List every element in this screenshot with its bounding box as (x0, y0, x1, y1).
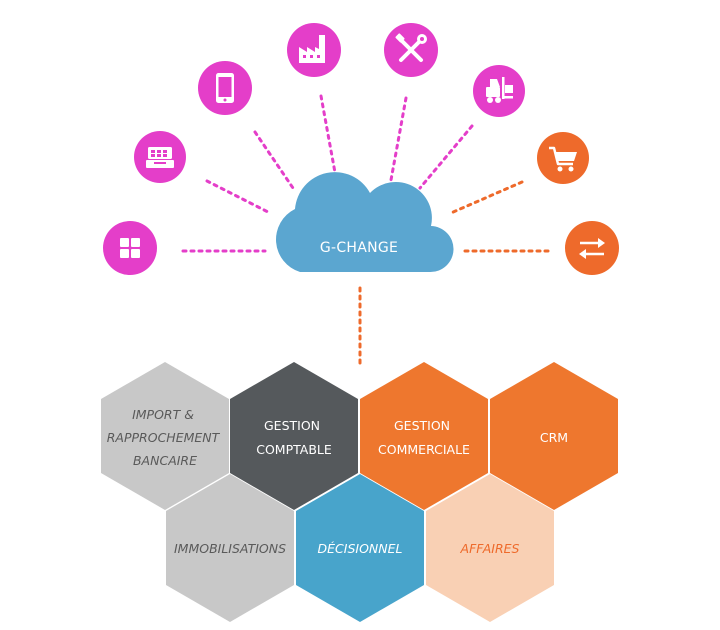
hex-immobilisations-label: IMMOBILISATIONS (174, 541, 286, 556)
hex-import-line-1: IMPORT & (132, 407, 194, 422)
svg-text:CRM: CRM (540, 430, 568, 445)
hex-decisionnel[interactable]: DÉCISIONNEL (296, 474, 424, 622)
icon-exchange[interactable] (565, 221, 619, 275)
cash-register-icon (146, 147, 174, 168)
hex-comptable-line-1: GESTION (264, 418, 320, 433)
icon-smartphone[interactable] (198, 61, 252, 115)
tools-icon (395, 33, 427, 62)
hex-import-rapprochement[interactable]: IMPORT & RAPPROCHEMENT BANCAIRE (101, 362, 229, 510)
cloud: G-CHANGE (276, 172, 454, 273)
connector-lines (181, 94, 550, 367)
connector-cash-register (205, 179, 270, 214)
connector-forklift (418, 124, 474, 190)
icon-forklift[interactable] (473, 65, 525, 117)
connector-factory (319, 94, 338, 180)
icon-shopping-cart[interactable] (537, 132, 589, 184)
cloud-shape (276, 172, 454, 273)
hex-immobilisations[interactable]: IMMOBILISATIONS (166, 474, 294, 622)
hex-import-line-3: BANCAIRE (133, 453, 197, 468)
hex-commerciale-line-1: GESTION (394, 418, 450, 433)
icon-factory[interactable] (287, 23, 341, 77)
shopping-cart-icon (549, 146, 577, 172)
svg-text:DÉCISIONNEL: DÉCISIONNEL (318, 541, 403, 556)
hexagon-grid: IMPORT & RAPPROCHEMENT BANCAIRE GESTION … (101, 362, 618, 622)
svg-text:AFFAIRES: AFFAIRES (460, 541, 520, 556)
svg-text:GESTION COMPTABLE: GESTION COMPTABLE (256, 418, 332, 457)
hex-import-line-2: RAPPROCHEMENT (107, 430, 221, 445)
apps-grid-icon (120, 238, 140, 258)
cloud-label: G-CHANGE (320, 240, 398, 256)
factory-icon (299, 35, 325, 63)
svg-text:GESTION COMMERCIALE: GESTION COMMERCIALE (378, 418, 470, 457)
icon-apps-grid[interactable] (103, 221, 157, 275)
connector-smartphone (253, 130, 297, 193)
hex-gestion-commerciale[interactable]: GESTION COMMERCIALE (360, 362, 488, 510)
hex-comptable-line-2: COMPTABLE (256, 442, 332, 457)
smartphone-icon (216, 73, 234, 103)
connector-tools (389, 96, 408, 182)
hex-crm-label: CRM (540, 430, 568, 445)
icon-cash-register[interactable] (134, 131, 186, 183)
hex-affaires-label: AFFAIRES (460, 541, 520, 556)
connector-cart (449, 180, 524, 215)
svg-text:IMMOBILISATIONS: IMMOBILISATIONS (174, 541, 286, 556)
hex-gestion-comptable[interactable]: GESTION COMPTABLE (230, 362, 358, 510)
icon-tools[interactable] (384, 23, 438, 77)
exchange-arrows-icon (579, 238, 605, 259)
hex-decisionnel-label: DÉCISIONNEL (318, 541, 403, 556)
hex-commerciale-line-2: COMMERCIALE (378, 442, 470, 457)
forklift-icon (486, 77, 513, 103)
svg-text:IMPORT & RAPPROCHEMEN: IMPORT & RAPPROCHEMENT BANCAIRE (107, 407, 224, 468)
hex-crm[interactable]: CRM (490, 362, 618, 510)
hex-affaires[interactable]: AFFAIRES (426, 474, 554, 622)
